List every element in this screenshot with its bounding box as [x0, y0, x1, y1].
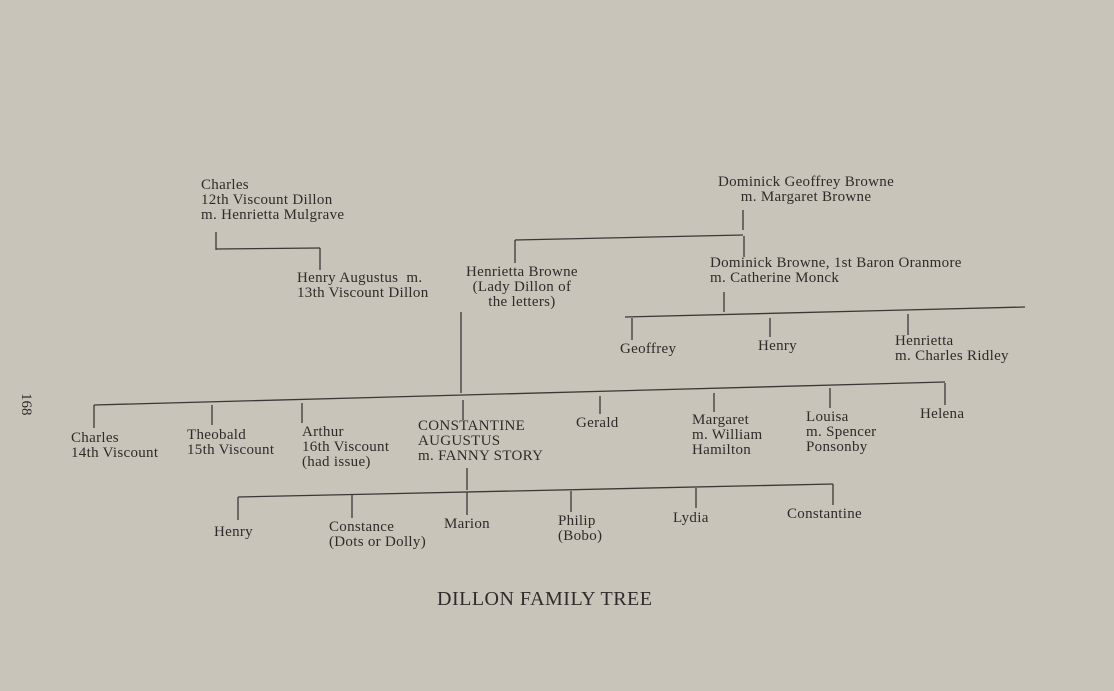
person-dominick-browne-oranmore: Dominick Browne, 1st Baron Oranmore m. C…	[710, 256, 962, 286]
name-line: Arthur	[302, 424, 344, 440]
person-constantine-child: Constantine	[787, 507, 862, 522]
person-dominick-geoffrey-browne: Dominick Geoffrey Browne m. Margaret Bro…	[718, 175, 894, 205]
person-charles-14th-viscount: Charles 14th Viscount	[71, 431, 158, 461]
name-line: Marion	[444, 516, 490, 532]
name-line: Gerald	[576, 415, 619, 431]
name-line: Lydia	[673, 510, 709, 526]
person-constantine-augustus: CONSTANTINE AUGUSTUS m. FANNY STORY	[418, 419, 543, 464]
name-line: Charles	[71, 430, 119, 446]
name-line: AUGUSTUS	[418, 433, 501, 449]
name-line: Philip	[558, 513, 596, 529]
name-line: m. William	[692, 427, 763, 443]
person-louisa: Louisa m. Spencer Ponsonby	[806, 410, 876, 455]
page-number: 168	[18, 393, 34, 416]
name-line: (Dots or Dolly)	[329, 534, 426, 550]
person-margaret: Margaret m. William Hamilton	[692, 413, 762, 458]
person-constance: Constance (Dots or Dolly)	[329, 520, 426, 550]
person-marion: Marion	[444, 517, 490, 532]
name-line: 15th Viscount	[187, 442, 275, 458]
person-gerald: Gerald	[576, 416, 619, 431]
person-henrietta-browne: Henrietta Browne (Lady Dillon of the let…	[466, 265, 578, 310]
name-line: Dominick Geoffrey Browne	[718, 174, 895, 190]
name-line: m. Catherine Monck	[710, 270, 840, 286]
person-charles-12th-viscount: Charles 12th Viscount Dillon m. Henriett…	[201, 178, 344, 223]
name-line: CONSTANTINE	[418, 418, 526, 434]
name-line: 12th Viscount Dillon	[201, 192, 333, 208]
name-line: Helena	[920, 406, 965, 422]
name-line: Louisa	[806, 409, 849, 425]
name-line: the letters)	[488, 294, 556, 310]
connector	[93, 381, 946, 406]
connector	[514, 234, 744, 241]
name-line: Hamilton	[692, 442, 752, 458]
name-line: (had issue)	[302, 454, 371, 470]
person-philip: Philip (Bobo)	[558, 514, 602, 544]
name-line: m. Spencer	[806, 424, 877, 440]
name-line: Dominick Browne, 1st Baron Oranmore	[710, 255, 962, 271]
person-henrietta-ridley: Henrietta m. Charles Ridley	[895, 334, 1009, 364]
person-henry-child: Henry	[214, 525, 253, 540]
name-line: m. Charles Ridley	[895, 348, 1009, 364]
name-line: 13th Viscount Dillon	[297, 285, 429, 301]
name-line: Henry	[214, 524, 253, 540]
name-line: m. Henrietta Mulgrave	[201, 207, 345, 223]
name-line: 14th Viscount	[71, 445, 159, 461]
name-line: Henry	[758, 338, 797, 354]
connector	[215, 247, 321, 250]
name-line: Constantine	[787, 506, 862, 522]
name-line: Margaret	[692, 412, 750, 428]
name-line: 16th Viscount	[302, 439, 390, 455]
person-helena: Helena	[920, 407, 964, 422]
name-line: Ponsonby	[806, 439, 868, 455]
connector	[237, 483, 834, 498]
name-line: m. Margaret Browne	[740, 189, 872, 205]
person-arthur: Arthur 16th Viscount (had issue)	[302, 425, 389, 470]
name-line: Henry Augustus m.	[297, 270, 423, 286]
name-line: Theobald	[187, 427, 247, 443]
name-line: Charles	[201, 177, 249, 193]
name-line: Henrietta	[895, 333, 954, 349]
name-line: (Lady Dillon of	[472, 279, 572, 295]
name-line: Constance	[329, 519, 395, 535]
person-lydia: Lydia	[673, 511, 709, 526]
name-line: Geoffrey	[620, 341, 677, 357]
person-theobald: Theobald 15th Viscount	[187, 428, 274, 458]
name-line: m. FANNY STORY	[418, 448, 544, 464]
diagram-title: DILLON FAMILY TREE	[437, 588, 653, 610]
person-henry-augustus: Henry Augustus m. 13th Viscount Dillon	[297, 271, 429, 301]
connector	[624, 306, 1026, 318]
name-line: (Bobo)	[558, 528, 603, 544]
name-line: Henrietta Browne	[466, 264, 578, 280]
person-henry-browne: Henry	[758, 339, 797, 354]
person-geoffrey: Geoffrey	[620, 342, 676, 357]
